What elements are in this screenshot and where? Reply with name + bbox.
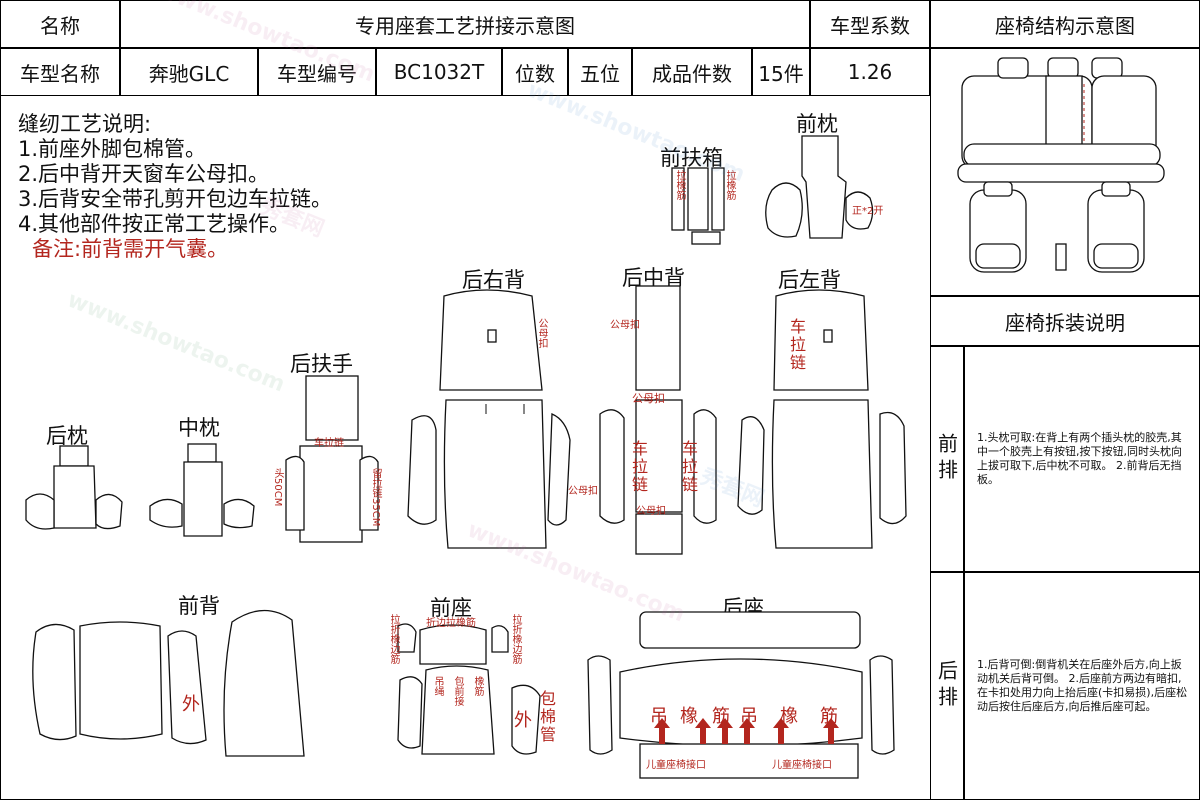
mark-outer-front-back: 外 <box>182 694 200 715</box>
label-front-armrest: 前扶箱 <box>660 146 723 170</box>
front-seat-pieces <box>397 623 541 755</box>
mark-zipper-armrest: 车拉链 <box>314 438 344 449</box>
mark-zipper-mid-1: 车拉链 <box>629 440 648 494</box>
mark-head50: 头50CM <box>272 468 283 507</box>
mark-outer-front-seat: 外 <box>514 710 532 731</box>
front-seats-drawing <box>969 181 1145 273</box>
mark-male-female-mid: 公母扣 <box>610 320 640 331</box>
pattern-pieces <box>25 135 907 779</box>
coef-value: 1.26 <box>810 48 930 96</box>
mark-fold-elastic-right: 拉折橡边筋 <box>510 614 521 664</box>
rear-seat-arrows <box>654 718 839 744</box>
seats-label: 位数 <box>502 48 568 96</box>
dismount-title: 座椅拆装说明 <box>930 296 1200 346</box>
rear-row-cell: 后排 <box>930 572 964 800</box>
sheet-title: 专用座套工艺拼接示意图 <box>120 0 810 48</box>
mark-wrap-front: 包前接 <box>452 676 463 706</box>
front-headrest-pieces <box>765 135 874 239</box>
label-rear-armrest: 后扶手 <box>290 352 353 376</box>
mark-male-female-lower: 公母扣 <box>632 392 665 405</box>
code-value: BC1032T <box>376 48 502 96</box>
coef-label: 车型系数 <box>810 0 930 48</box>
front-row-cell: 前排 <box>930 346 964 572</box>
note-remark: 备注:前背需开气囊。 <box>32 237 229 261</box>
mark-hang-rope: 吊绳 <box>432 676 443 696</box>
mark-wrap-cotton: 包棉管 <box>537 690 556 744</box>
rear-row-text: 1.后背可倒:倒背机关在后座外后方,向上扳动机关后背可倒。 2.后座前方两边有暗… <box>977 658 1188 713</box>
seat-structure-illustration <box>957 57 1165 273</box>
label-rear-headrest: 后枕 <box>46 424 88 448</box>
mark-fold-elastic-left: 拉折橡边筋 <box>388 614 399 664</box>
mark-male-female-side: 公母扣 <box>568 486 598 497</box>
rear-bench-drawing <box>957 57 1165 183</box>
mark-rear-jin-2: 筋 <box>820 706 838 727</box>
rear-left-back-pieces <box>737 289 907 549</box>
mark-rear-xiang-1: 橡 <box>680 706 698 727</box>
mark-edge-elastic: 折边拉橡筋 <box>426 618 476 629</box>
front-row-text: 1.头枕可取:在背上有两个插头枕的胶壳,其中一个胶壳上有按钮,按下按钮,同时头枕… <box>977 431 1182 486</box>
mark-leave35: 留拉链35CM <box>370 468 381 527</box>
front-armrest-pieces <box>671 167 725 245</box>
mark-elastic-front-seat: 橡筋 <box>472 676 483 696</box>
mid-headrest-pieces <box>149 443 255 537</box>
rear-headrest-pieces <box>25 445 123 530</box>
note-item-2: 2.后中背开天窗车公母扣。 <box>18 162 270 186</box>
pieces-value: 15件 <box>752 48 810 96</box>
mark-rear-jin-1: 筋 <box>712 706 730 727</box>
rear-mid-back-pieces <box>599 285 717 555</box>
mark-child-seat-right: 儿童座椅接口 <box>772 760 832 771</box>
struct-title: 座椅结构示意图 <box>930 0 1200 48</box>
sewing-notes: 缝纫工艺说明: 1.前座外脚包棉管。 2.后中背开天窗车公母扣。 3.后背安全带… <box>18 112 332 262</box>
mark-rear-xiang-2: 橡 <box>780 706 798 727</box>
notes-heading: 缝纫工艺说明: <box>18 112 152 136</box>
pieces-label: 成品件数 <box>632 48 752 96</box>
front-row-label: 前排 <box>934 433 959 485</box>
mark-child-seat-left: 儿童座椅接口 <box>646 760 706 771</box>
note-item-4: 4.其他部件按正常工艺操作。 <box>18 212 291 236</box>
mark-zipper-mid-2: 车拉链 <box>679 440 698 494</box>
name-label: 名称 <box>0 0 120 48</box>
mark-elastic-right: 拉橡筋 <box>724 170 735 200</box>
rear-armrest-pieces <box>285 375 379 543</box>
mark-male-female-bottom: 公母扣 <box>636 506 666 517</box>
mark-elastic-left: 拉橡筋 <box>674 170 685 200</box>
label-mid-headrest: 中枕 <box>178 416 220 440</box>
rear-seat-pieces <box>587 611 895 779</box>
label-rear-right-back: 后右背 <box>462 268 525 292</box>
note-item-1: 1.前座外脚包棉管。 <box>18 137 207 161</box>
model-label: 车型名称 <box>0 48 120 96</box>
mark-rear-hang-2: 吊 <box>740 706 758 727</box>
label-front-seat: 前座 <box>430 596 472 620</box>
mark-zheng2kai: 正*2开 <box>852 206 884 217</box>
label-front-headrest: 前枕 <box>796 112 838 136</box>
label-front-back: 前背 <box>178 594 220 618</box>
label-rear-left-back: 后左背 <box>778 268 841 292</box>
front-row-text-cell: 1.头枕可取:在背上有两个插头枕的胶壳,其中一个胶壳上有按钮,按下按钮,同时头枕… <box>964 346 1200 572</box>
front-back-pieces <box>32 609 305 757</box>
mark-rear-hang-1: 吊 <box>650 706 668 727</box>
rear-right-back-pieces <box>407 289 571 549</box>
mark-male-female-right: 公母扣 <box>536 318 547 348</box>
model-value: 奔驰GLC <box>120 48 258 96</box>
rear-row-text-cell: 1.后背可倒:倒背机关在后座外后方,向上扳动机关后背可倒。 2.后座前方两边有暗… <box>964 572 1200 800</box>
note-item-3: 3.后背安全带孔剪开包边车拉链。 <box>18 187 333 211</box>
seats-value: 五位 <box>568 48 632 96</box>
rear-row-label: 后排 <box>934 660 959 712</box>
mark-zipper-left-back: 车拉链 <box>787 318 806 372</box>
code-label: 车型编号 <box>258 48 376 96</box>
